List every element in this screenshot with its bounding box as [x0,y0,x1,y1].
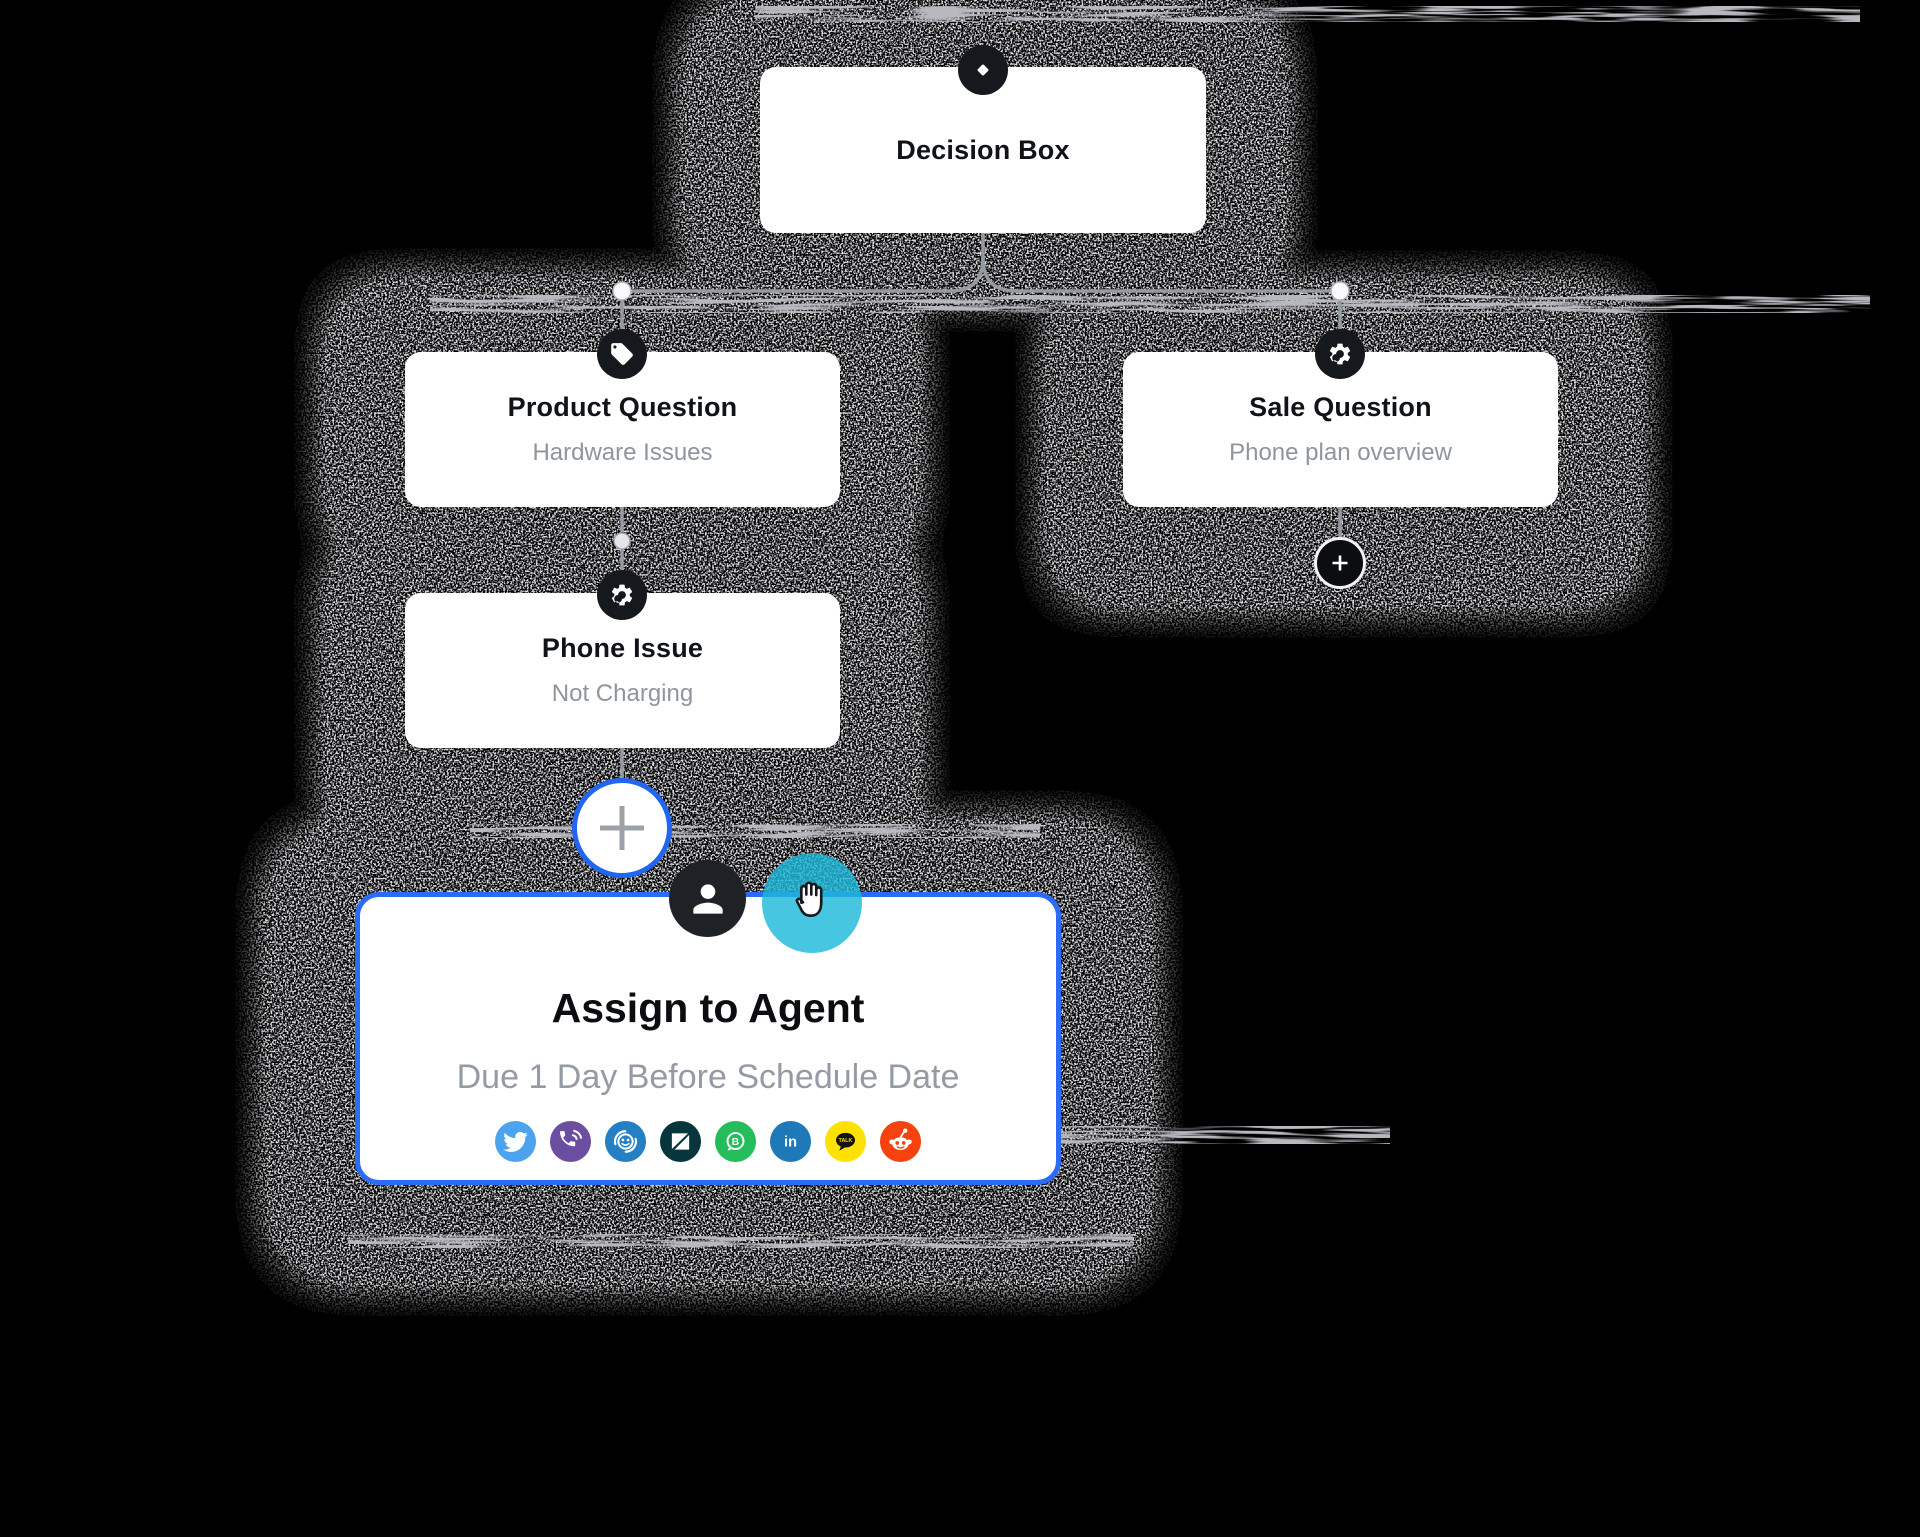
sale-badge [1315,329,1365,379]
person-icon [692,883,723,914]
phone-badge [597,570,647,620]
svg-text:B: B [732,1137,739,1148]
kakaotalk-icon[interactable]: TALK [825,1121,866,1162]
product-badge [597,329,647,379]
connector-decision-to-product [616,233,985,293]
gear-icon [611,584,633,606]
add-node-button[interactable] [572,778,672,878]
whatsapp-business-icon[interactable]: B [715,1121,756,1162]
svg-text:TALK: TALK [839,1138,853,1144]
channel-icon-row: B in TALK [495,1121,921,1162]
node-title: Product Question [507,392,738,422]
assign-title: Assign to Agent [551,985,865,1031]
viber-icon[interactable] [550,1121,591,1162]
plus-icon [1332,555,1348,571]
reddit-icon[interactable] [880,1121,921,1162]
chat-smiley-icon[interactable] [605,1121,646,1162]
node-subtitle: Hardware Issues [532,439,713,466]
plus-icon [600,806,644,850]
node-title: Decision Box [896,134,1070,165]
assign-subtitle: Due 1 Day Before Schedule Date [456,1058,960,1096]
connector-decision-to-sale [981,257,1331,293]
zendesk-icon[interactable] [660,1121,701,1162]
sale-add-child-button[interactable] [1314,537,1366,589]
twitter-icon[interactable] [495,1121,536,1162]
decision-badge [958,45,1008,95]
node-assign-to-agent[interactable]: Assign to Agent Due 1 Day Before Schedul… [355,892,1061,1185]
node-subtitle: Not Charging [551,680,694,707]
node-title: Sale Question [1249,392,1432,422]
port-dot-middle [613,532,631,550]
node-title: Phone Issue [541,633,704,663]
linkedin-icon[interactable]: in [770,1121,811,1162]
assignee-badge [669,860,746,937]
gear-icon [1329,343,1351,365]
tag-icon [611,343,633,365]
svg-text:in: in [784,1135,797,1151]
port-dot-right [1330,281,1350,301]
hand-cursor [762,853,862,953]
node-subtitle: Phone plan overview [1229,439,1452,466]
hand-icon [795,881,823,918]
port-dot-left [612,281,632,301]
diamond-icon [977,64,989,76]
